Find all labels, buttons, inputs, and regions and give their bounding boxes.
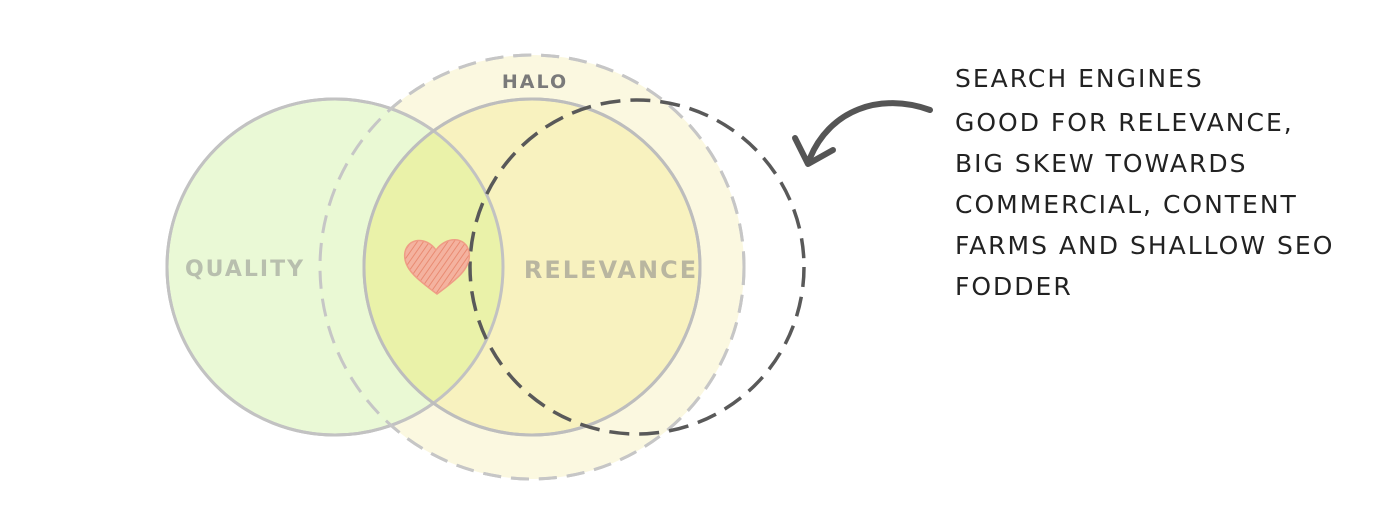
annotation-line: COMMERCIAL, CONTENT bbox=[955, 190, 1298, 219]
halo-circle-outline bbox=[318, 53, 746, 481]
heart-icon bbox=[403, 239, 471, 295]
search-engines-circle bbox=[468, 98, 806, 436]
relevance-circle-outline bbox=[362, 97, 702, 437]
annotation-line: FARMS AND SHALLOW SEO bbox=[955, 231, 1335, 260]
halo-label: HALO bbox=[502, 71, 568, 93]
quality-circle-outline bbox=[165, 97, 505, 437]
annotation-line: BIG SKEW TOWARDS bbox=[955, 149, 1248, 178]
relevance-label: RELEVANCE bbox=[524, 256, 698, 284]
annotation-title: SEARCH ENGINES bbox=[955, 64, 1204, 93]
annotation-line: FODDER bbox=[955, 272, 1073, 301]
quality-label: QUALITY bbox=[185, 257, 305, 282]
annotation-line: GOOD FOR RELEVANCE, bbox=[955, 108, 1294, 137]
curved-arrow-icon bbox=[792, 100, 933, 167]
quality-relevance-overlap bbox=[364, 99, 503, 435]
search-engines-annotation: SEARCH ENGINES GOOD FOR RELEVANCE, BIG S… bbox=[955, 58, 1385, 307]
